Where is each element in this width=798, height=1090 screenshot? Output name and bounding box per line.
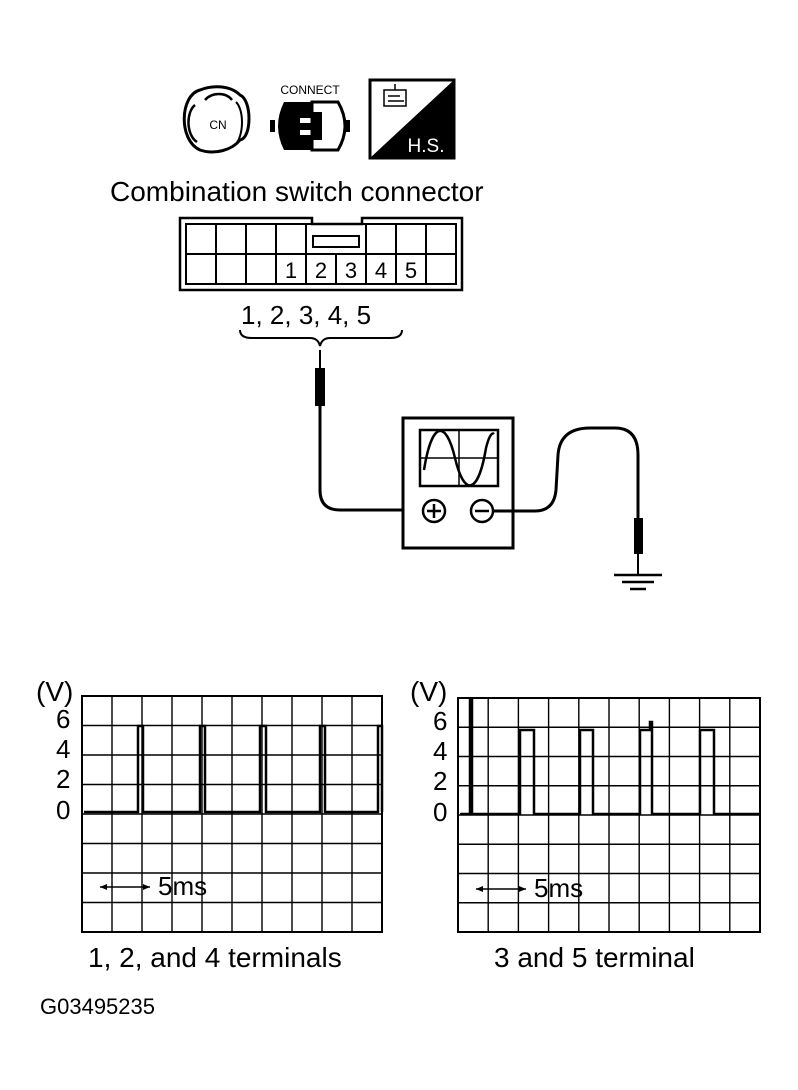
ignition-on-icon: CN xyxy=(182,85,251,154)
ignition-icon-label: CN xyxy=(209,118,226,132)
probe-pin-label: 1, 2, 3, 4, 5 xyxy=(241,300,372,330)
connector-title: Combination switch connector xyxy=(110,176,484,207)
connector-pin-labels: 1 2 3 4 5 xyxy=(285,258,417,283)
pin-label: 2 xyxy=(315,258,327,283)
pin-group-brace xyxy=(239,329,403,347)
scope-1-timebase-label: 5ms xyxy=(158,871,208,901)
connect-icon-label: CONNECT xyxy=(280,83,340,97)
scope-screen-2 xyxy=(457,697,761,933)
pin-label: 1 xyxy=(285,258,297,283)
scope-1-y-tick: 0 xyxy=(56,795,71,825)
scope-2-caption: 3 and 5 terminal xyxy=(494,942,695,973)
scope-2-y-tick: 4 xyxy=(433,736,448,766)
harness-side-icon-label: H.S. xyxy=(408,136,445,157)
scope-2-y-tick: 6 xyxy=(433,706,448,736)
waveform-trace-1 xyxy=(84,724,384,814)
scope-1-y-tick: 2 xyxy=(56,764,71,794)
ground-icon xyxy=(614,573,662,591)
pin-label: 4 xyxy=(375,258,387,283)
negative-probe xyxy=(493,426,643,574)
scope-1-y-tick: 6 xyxy=(56,704,71,734)
scope-1-caption: 1, 2, and 4 terminals xyxy=(88,942,342,973)
scope-2-y-tick: 2 xyxy=(433,766,448,796)
scope-screen-1 xyxy=(81,695,384,933)
scope-1-unit-label: (V) xyxy=(36,676,74,707)
scope-1-y-tick: 4 xyxy=(56,734,71,764)
waveform-trace-2 xyxy=(460,698,760,816)
positive-probe xyxy=(315,350,422,512)
pin-label: 5 xyxy=(405,258,417,283)
connect-icon: CONNECT xyxy=(270,83,350,152)
scope-2-unit-label: (V) xyxy=(410,676,448,707)
harness-side-icon: H.S. xyxy=(368,78,456,160)
scope-2-timebase-label: 5ms xyxy=(534,873,584,903)
oscilloscope-icon xyxy=(401,416,515,550)
scope-2-y-tick: 0 xyxy=(433,797,448,827)
connector-face xyxy=(178,216,464,292)
pin-label: 3 xyxy=(345,258,357,283)
figure-id: G03495235 xyxy=(40,994,155,1019)
